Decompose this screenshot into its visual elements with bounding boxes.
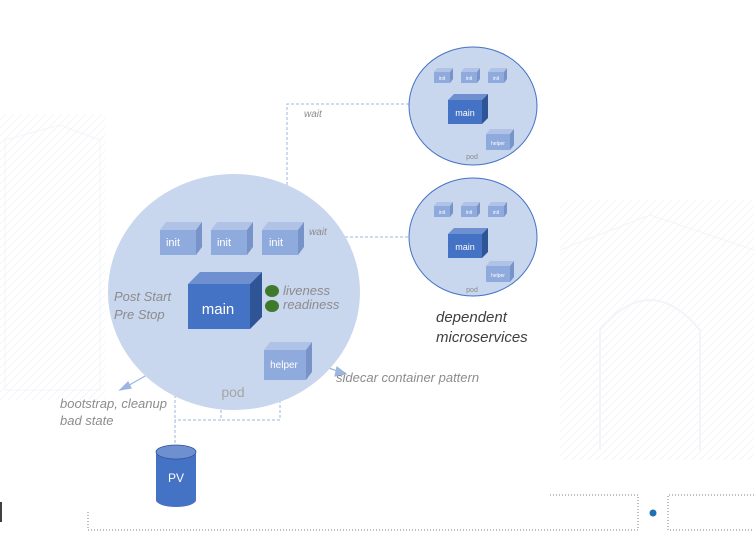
init-container-3: init <box>262 222 304 255</box>
readiness-label: readiness <box>283 297 340 312</box>
pv-cylinder-top <box>155 444 197 460</box>
main-container: main <box>188 272 262 329</box>
dep1-init-2: init <box>461 68 480 83</box>
helper-pv-connector <box>221 380 281 421</box>
main-label: main <box>202 301 235 318</box>
init-label-3: init <box>269 237 283 249</box>
dep1-main: main <box>448 94 488 124</box>
readiness-probe-icon <box>265 300 279 312</box>
dependent-caption-line1: dependent <box>436 309 508 326</box>
wait-connector-top <box>286 103 410 225</box>
dep1-init-3: init <box>488 68 507 83</box>
dep1-pod-label: pod <box>466 154 478 161</box>
helper-label: helper <box>270 360 298 371</box>
init-container-1: init <box>160 222 202 255</box>
svg-text:init: init <box>466 76 473 82</box>
dep2-init-3: init <box>488 202 507 217</box>
wait-label-middle: wait <box>309 227 328 238</box>
liveness-label: liveness <box>283 283 330 298</box>
main-pod: init init init main helper liv <box>108 174 360 410</box>
svg-text:init: init <box>439 210 446 216</box>
post-start-label: Post Start <box>114 289 172 304</box>
init-label-2: init <box>217 237 231 249</box>
footer-dot <box>649 509 657 517</box>
svg-text:init: init <box>466 210 473 216</box>
pre-stop-label: Pre Stop <box>114 307 165 322</box>
main-pod-label: pod <box>221 384 244 400</box>
helper-container: helper <box>264 342 312 380</box>
svg-text:main: main <box>455 108 475 118</box>
footer-mark <box>0 502 2 522</box>
init-note-arrowhead <box>118 380 132 391</box>
dep2-pod-label: pod <box>466 287 478 294</box>
svg-text:helper: helper <box>491 273 505 279</box>
svg-text:main: main <box>455 242 475 252</box>
svg-text:init: init <box>439 76 446 82</box>
pv-label: PV <box>168 471 184 485</box>
init-container-2: init <box>211 222 253 255</box>
dep1-helper: helper <box>486 129 514 150</box>
dep2-helper: helper <box>486 261 514 282</box>
init-note-line1: bootstrap, cleanup <box>60 396 167 411</box>
init-note-line2: bad state <box>60 413 114 428</box>
footer-frame-left <box>87 494 639 531</box>
sidecar-arrowhead <box>334 365 348 377</box>
dep2-init-2: init <box>461 202 480 217</box>
persistent-volume: PV <box>155 444 197 507</box>
footer-frame-right <box>667 494 754 531</box>
slide-footer <box>87 494 754 531</box>
pv-cylinder-body <box>156 452 196 507</box>
init-label-1: init <box>166 237 180 249</box>
background-sketch <box>0 115 754 460</box>
sidecar-note: sidecar container pattern <box>336 370 479 385</box>
dep1-init-1: init <box>434 68 453 83</box>
svg-text:helper: helper <box>491 141 505 147</box>
svg-text:init: init <box>493 210 500 216</box>
dep2-main: main <box>448 228 488 258</box>
dependent-pod-2: init init init main helper pod <box>408 177 538 297</box>
dependent-pod-1: init init init main helper pod <box>408 46 538 166</box>
svg-text:init: init <box>493 76 500 82</box>
liveness-probe-icon <box>265 285 279 297</box>
wait-label-top: wait <box>304 109 323 120</box>
dependent-caption-line2: microservices <box>436 329 528 346</box>
dep2-init-1: init <box>434 202 453 217</box>
